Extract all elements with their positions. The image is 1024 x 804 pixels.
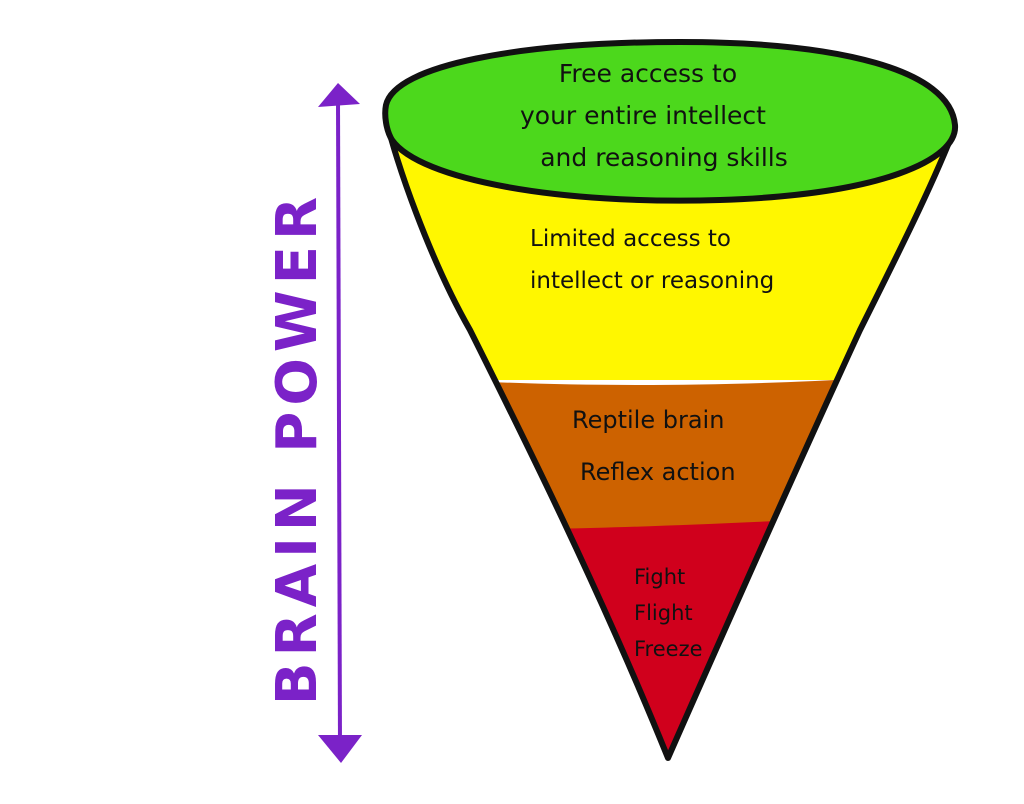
level-bottom-line-1: Fight — [634, 565, 685, 589]
level-top-line-1: Free access to — [559, 59, 737, 88]
level-bottom-text: Fight Flight Freeze — [634, 565, 703, 661]
axis-label-brain-power: BRAIN POWER — [265, 191, 330, 705]
level-upper-line-1: Limited access to — [530, 226, 731, 252]
arrow-down-icon — [318, 735, 362, 763]
arrow-up-icon — [318, 83, 360, 107]
level-middle-line-2: Reflex action — [580, 458, 736, 486]
axis-line — [336, 99, 342, 751]
level-bottom-line-2: Flight — [634, 601, 693, 625]
level-top-line-3: and reasoning skills — [540, 143, 788, 172]
level-upper-line-2: intellect or reasoning — [530, 268, 774, 294]
cone-outline — [383, 115, 955, 761]
cone-bands — [386, 118, 952, 758]
level-upper-text: Limited access to intellect or reasoning — [530, 226, 774, 294]
brain-power-axis: BRAIN POWER — [265, 83, 362, 763]
level-bottom-line-3: Freeze — [634, 637, 703, 661]
level-top-text: Free access to your entire intellect and… — [520, 59, 788, 172]
band-free-access-ellipse — [382, 38, 959, 204]
level-middle-text: Reptile brain Reflex action — [572, 406, 736, 486]
level-middle-line-1: Reptile brain — [572, 406, 724, 434]
level-top-line-2: your entire intellect — [520, 101, 766, 130]
